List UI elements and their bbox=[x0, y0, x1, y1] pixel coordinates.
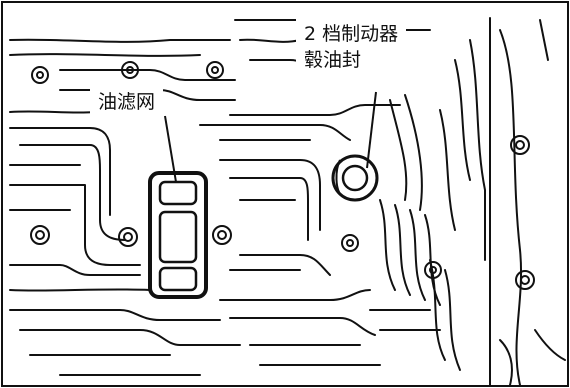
bolt-holes bbox=[30, 61, 535, 290]
bolt-hole bbox=[212, 225, 232, 245]
oil-filter-label: 油滤网 bbox=[90, 88, 164, 118]
brake-seal-label-line1: 2 档制动器 bbox=[304, 23, 399, 45]
brake-seal-shape bbox=[331, 154, 379, 202]
seal-leader-line bbox=[366, 91, 377, 169]
bolt-hole bbox=[121, 61, 139, 79]
bolt-hole bbox=[118, 227, 138, 247]
bolt-hole bbox=[341, 234, 359, 252]
bolt-hole bbox=[30, 225, 50, 245]
bolt-hole bbox=[31, 66, 49, 84]
brake-seal-label-line2: 毂油封 bbox=[304, 48, 362, 71]
brake-seal-label: 2 档制动器 毂油封 bbox=[296, 18, 407, 78]
bolt-hole bbox=[206, 61, 224, 79]
bolt-hole bbox=[424, 261, 442, 279]
leader-lines bbox=[164, 91, 377, 183]
filter-leader-line bbox=[164, 115, 177, 183]
valve-body-channels bbox=[9, 17, 566, 386]
bolt-hole bbox=[515, 270, 535, 290]
bolt-hole bbox=[510, 135, 530, 155]
oil-filter-shape bbox=[148, 171, 208, 299]
